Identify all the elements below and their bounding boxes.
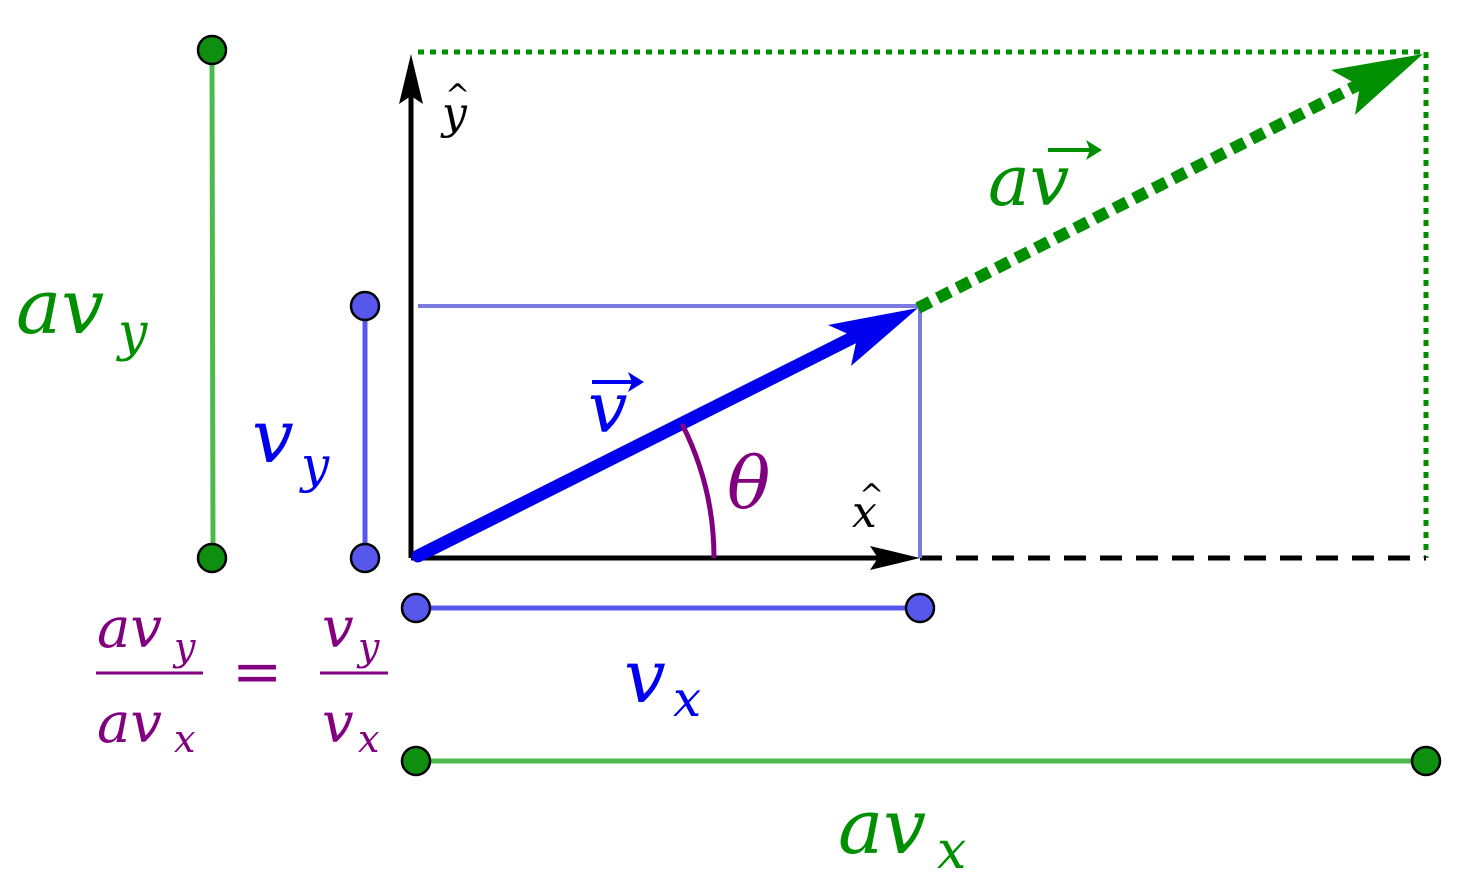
- svg-text:av: av: [97, 596, 162, 661]
- svg-text:x: x: [174, 717, 195, 761]
- angle-theta-label: θ: [727, 441, 770, 525]
- x-hat-label: x ^: [852, 478, 884, 538]
- vy-label: v y: [252, 394, 330, 494]
- vx-bar-left-point: [400, 592, 432, 624]
- eq-right-denominator: v x: [322, 691, 379, 761]
- svg-text:^: ^: [445, 78, 470, 113]
- vy-bar-bottom-point: [349, 542, 381, 574]
- eq-right-numerator: v y: [322, 596, 380, 669]
- svg-text:y: y: [299, 436, 330, 494]
- avy-bar-bottom-point: [196, 542, 228, 574]
- angle-arc: [679, 422, 717, 559]
- svg-text:y: y: [356, 625, 380, 669]
- scaled-vector-label: av: [988, 140, 1102, 222]
- svg-text:v: v: [252, 394, 294, 480]
- vector-shaft: [411, 327, 867, 563]
- svg-text:v: v: [322, 596, 354, 661]
- vy-bar-top-point: [349, 290, 381, 322]
- svg-text:^: ^: [859, 478, 884, 513]
- svg-text:y: y: [440, 88, 468, 139]
- svg-text:v: v: [624, 634, 666, 720]
- svg-text:v: v: [322, 691, 354, 756]
- avx-label: av x: [838, 782, 966, 881]
- eq-left-numerator: av y: [97, 596, 196, 669]
- svg-text:av: av: [838, 782, 926, 871]
- svg-text:y: y: [116, 303, 148, 363]
- svg-text:av: av: [16, 262, 104, 351]
- avy-label: av y: [16, 262, 148, 363]
- avy-bar: [209, 49, 216, 559]
- y-axis-arrowhead: [399, 54, 423, 104]
- svg-text:x: x: [937, 821, 966, 881]
- vx-label: v x: [624, 634, 701, 728]
- svg-text:av: av: [97, 691, 162, 756]
- svg-text:x: x: [673, 670, 701, 728]
- scaled-vector-shaft: [915, 78, 1363, 314]
- y-hat-label: y ^: [440, 78, 470, 139]
- avx-bar-left-point: [400, 745, 432, 777]
- vector-arrowhead: [828, 308, 918, 366]
- vx-bar-right-point: [904, 592, 936, 624]
- scaled-vector-arrowhead: [1331, 54, 1423, 115]
- svg-text:x: x: [852, 487, 877, 538]
- eq-left-denominator: av x: [97, 691, 195, 761]
- ratio-equation: av y av x = v y v x: [97, 596, 380, 761]
- x-axis-arrowhead: [870, 546, 920, 570]
- avx-bar-right-point: [1410, 745, 1442, 777]
- svg-text:y: y: [172, 625, 196, 669]
- svg-text:v: v: [588, 367, 628, 449]
- vector-v-label: v: [588, 367, 644, 449]
- eq-equals-sign: =: [232, 637, 282, 707]
- avy-bar-top-point: [196, 34, 228, 66]
- svg-text:x: x: [358, 717, 379, 761]
- svg-text:av: av: [988, 140, 1069, 222]
